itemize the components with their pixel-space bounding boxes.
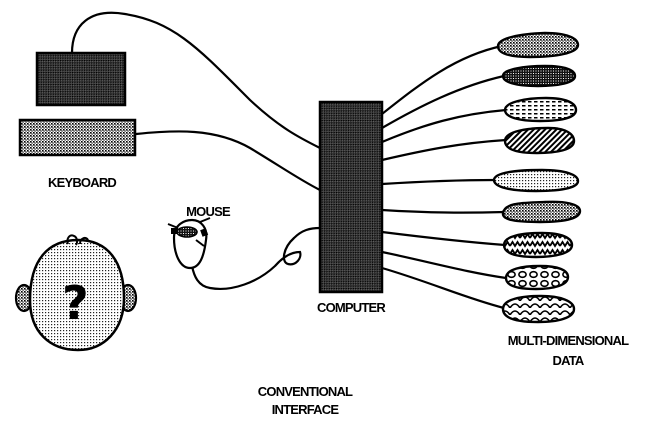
- data-cable-7: [382, 232, 505, 245]
- data-blob-2: [503, 66, 575, 86]
- mouse-icon: [168, 218, 210, 268]
- keyboard-cable-lower: [136, 131, 320, 190]
- data-blobs: [494, 33, 580, 322]
- data-blob-7: [504, 233, 572, 257]
- data-label-line2: DATA: [528, 353, 608, 368]
- data-blob-3: [505, 98, 576, 121]
- data-blob-1: [498, 33, 578, 57]
- cables: [72, 13, 506, 308]
- keyboard: [20, 120, 135, 155]
- computer-label: COMPUTER: [305, 300, 397, 315]
- computer-tower: [320, 102, 382, 292]
- keyboard-label: KEYBOARD: [32, 175, 132, 190]
- data-label-line1: MULTI-DIMENSIONAL: [488, 333, 648, 348]
- caption-line1: CONVENTIONAL: [240, 384, 370, 399]
- data-cable-1: [382, 46, 502, 114]
- question-mark: ?: [62, 280, 89, 326]
- data-cable-5: [382, 180, 495, 184]
- data-blob-8: [506, 266, 568, 289]
- data-blob-5: [494, 170, 578, 191]
- data-cable-4: [382, 140, 506, 160]
- data-blob-6: [503, 202, 580, 222]
- monitor-block: [37, 53, 125, 105]
- mouse-label: MOUSE: [178, 204, 238, 219]
- data-cable-3: [382, 110, 506, 142]
- data-cable-6: [382, 210, 505, 213]
- data-blob-9: [503, 296, 574, 322]
- caption-line2: INTERFACE: [255, 402, 355, 417]
- data-blob-4: [505, 128, 574, 153]
- mouse-cable: [192, 228, 320, 289]
